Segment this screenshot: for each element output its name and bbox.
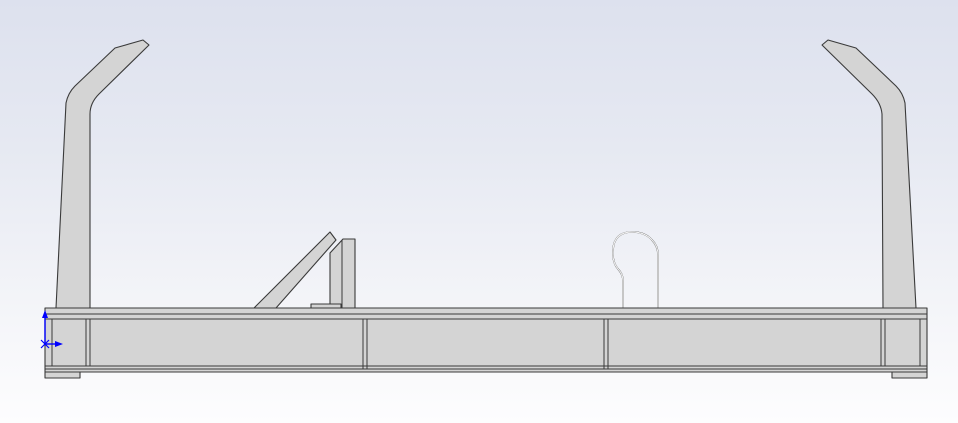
- right-foot-pad[interactable]: [891, 371, 928, 379]
- left-foot-pad[interactable]: [44, 371, 81, 379]
- angled-bracket[interactable]: [253, 231, 356, 314]
- right-upright-post[interactable]: [821, 39, 917, 309]
- left-upright-post[interactable]: [55, 39, 150, 309]
- grab-handle[interactable]: [612, 231, 659, 310]
- base-frame-beam[interactable]: [44, 307, 928, 373]
- origin-triad-icon: [40, 310, 63, 349]
